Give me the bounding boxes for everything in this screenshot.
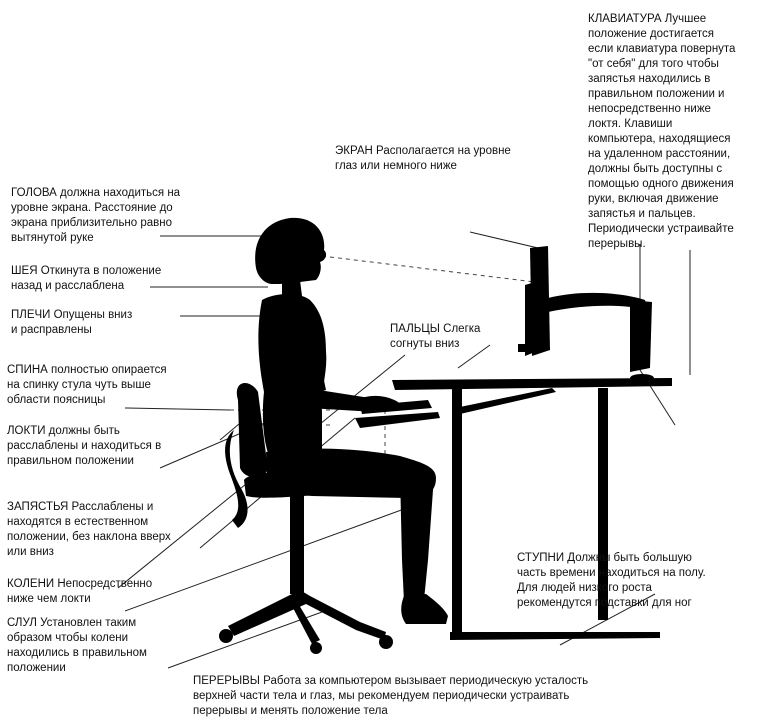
monitor — [518, 246, 654, 382]
keyboard-annotation: КЛАВИАТУРА Лучшее положение достигается … — [588, 12, 768, 252]
back-annotation: СПИНА полностью опирается на спинку стул… — [7, 363, 212, 408]
wrists-annotation: ЗАПЯСТЬЯ Расслаблены и находятся в естес… — [7, 500, 217, 560]
head-annotation: ГОЛОВА должна находиться на уровне экран… — [11, 186, 216, 246]
fingers-annotation: ПАЛЬЦЫ Слегка согнуты вниз — [390, 322, 520, 352]
screen-annotation: ЭКРАН Располагается на уровне глаз или н… — [335, 144, 550, 174]
feet-annotation: СТУПНИ Должны быть большую часть времени… — [517, 551, 757, 611]
breaks-annotation: ПЕРЕРЫВЫ Работа за компьютером вызывает … — [193, 674, 693, 719]
chair-annotation: СЛУЛ Установлен таким образом чтобы коле… — [7, 616, 197, 676]
elbows-annotation: ЛОКТИ должны быть расслаблены и находить… — [7, 424, 207, 469]
neck-annotation: ШЕЯ Откинута в положение назад и расслаб… — [11, 264, 211, 294]
shoulders-annotation: ПЛЕЧИ Опущены вниз и расправлены — [11, 308, 191, 338]
knees-annotation: КОЛЕНИ Непосредственно ниже чем локти — [7, 577, 197, 607]
